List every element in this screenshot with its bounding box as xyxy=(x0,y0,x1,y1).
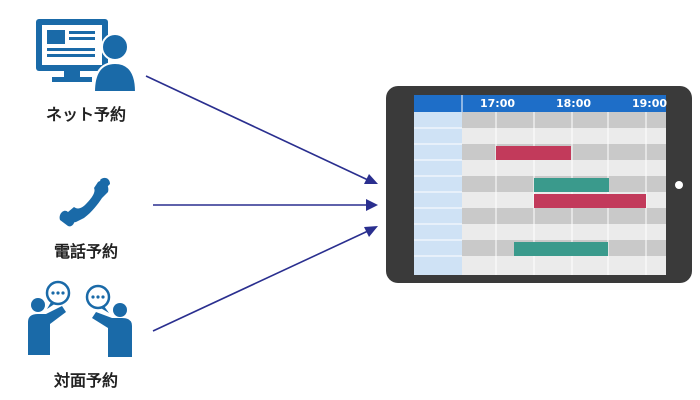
face-to-face-conversation-icon xyxy=(28,280,132,357)
schedule-header xyxy=(414,95,666,112)
time-label-19: 19:00 xyxy=(632,97,668,110)
booking-bar-icon xyxy=(496,146,571,160)
label-phone-reservation: 電話予約 xyxy=(53,242,118,261)
booking-bar-icon xyxy=(534,178,609,192)
arrows xyxy=(145,75,378,332)
computer-person-icon xyxy=(36,19,138,93)
time-label-18: 18:00 xyxy=(556,97,592,110)
arrow-phone-head xyxy=(366,199,378,211)
label-face-reservation: 対面予約 xyxy=(53,371,118,390)
label-net-reservation: ネット予約 xyxy=(45,105,126,124)
arrow-face-head xyxy=(364,226,378,237)
arrow-net-head xyxy=(364,174,378,184)
time-label-17: 17:00 xyxy=(480,97,516,110)
schedule-side-column xyxy=(414,112,462,275)
phone-icon xyxy=(59,177,110,227)
arrow-face xyxy=(152,230,369,332)
tablet-home-button xyxy=(675,181,683,189)
arrow-net xyxy=(145,75,369,181)
tablet-icon xyxy=(386,86,692,283)
booking-bar-icon xyxy=(534,194,646,208)
booking-bar-icon xyxy=(514,242,608,256)
